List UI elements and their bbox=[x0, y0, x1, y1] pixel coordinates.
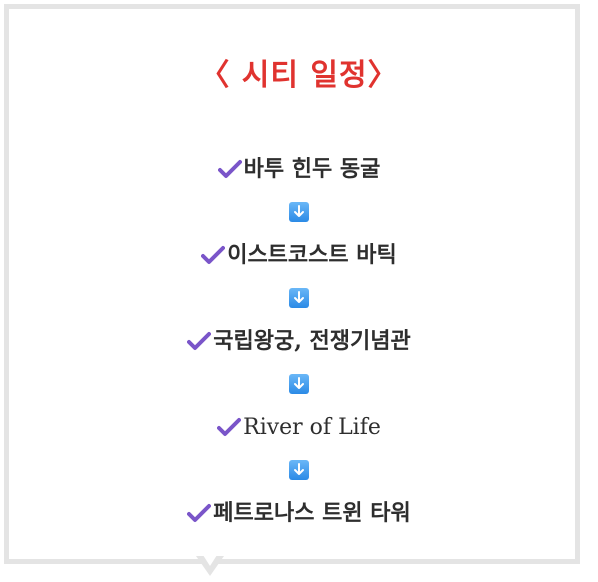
step-label: 국립왕궁, 전쟁기념관 bbox=[213, 328, 411, 354]
itinerary-title: 〈 시티 일정〉 bbox=[199, 58, 399, 93]
arrow-separator bbox=[0, 362, 598, 406]
down-arrow-icon bbox=[289, 288, 309, 308]
arrow-separator bbox=[0, 190, 598, 234]
step-label: 이스트코스트 바틱 bbox=[227, 242, 397, 268]
speech-bubble-tail-inner bbox=[203, 555, 217, 566]
check-icon bbox=[217, 160, 242, 178]
itinerary-step: 이스트코스트 바틱 bbox=[0, 234, 598, 276]
arrow-separator bbox=[0, 276, 598, 320]
itinerary-step: 바투 힌두 동굴 bbox=[0, 148, 598, 190]
arrow-separator bbox=[0, 448, 598, 492]
itinerary-list: 바투 힌두 동굴 이스트코스트 바틱 국립왕궁, 전쟁기념관 bbox=[0, 148, 598, 534]
itinerary-step: 페트로나스 트윈 타워 bbox=[0, 492, 598, 534]
down-arrow-icon bbox=[289, 460, 309, 480]
check-icon bbox=[187, 332, 212, 350]
step-label: River of Life bbox=[243, 415, 381, 440]
check-icon bbox=[217, 418, 242, 436]
itinerary-step: River of Life bbox=[0, 406, 598, 448]
itinerary-step: 국립왕궁, 전쟁기념관 bbox=[0, 320, 598, 362]
step-label: 바투 힌두 동굴 bbox=[243, 156, 381, 182]
down-arrow-icon bbox=[289, 202, 309, 222]
step-label: 페트로나스 트윈 타워 bbox=[213, 500, 411, 526]
down-arrow-icon bbox=[289, 374, 309, 394]
check-icon bbox=[201, 246, 226, 264]
check-icon bbox=[187, 504, 212, 522]
